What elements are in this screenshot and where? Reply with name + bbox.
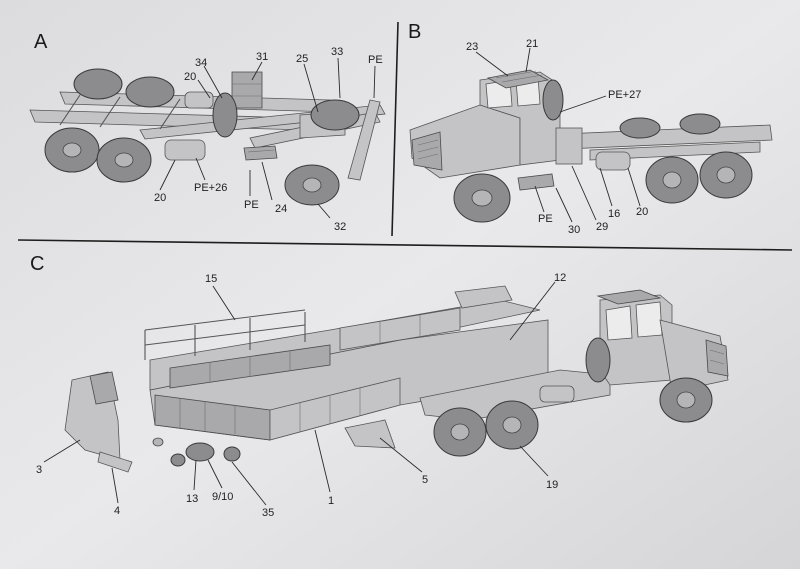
panel-a: A — [29, 31, 386, 233]
callout-a-33: 33 — [331, 46, 343, 58]
panel-c-letter: C — [30, 253, 44, 275]
callout-a-20-top: 20 — [184, 71, 196, 83]
callout-a-pe-bottom: PE — [244, 199, 259, 211]
panel-b: B — [408, 21, 773, 236]
callout-a-34: 34 — [195, 57, 207, 69]
callout-a-pe-26: PE+26 — [194, 182, 227, 194]
panel-c-trailer-drawing — [64, 285, 729, 473]
panel-b-callouts: 23 21 PE+27 PE 30 29 16 20 — [466, 38, 648, 236]
callout-b-23: 23 — [466, 41, 478, 53]
callout-c-13: 13 — [186, 493, 198, 505]
panel-b-truck-drawing — [409, 69, 773, 223]
panel-c: C — [30, 253, 729, 519]
divider-horizontal — [17, 239, 793, 251]
panel-a-leader-lines — [159, 57, 376, 219]
callout-c-35: 35 — [262, 507, 274, 519]
callout-b-16: 16 — [608, 208, 620, 220]
callout-b-21: 21 — [526, 38, 538, 50]
panel-b-letter: B — [408, 21, 421, 43]
callout-a-31: 31 — [256, 51, 268, 63]
panel-a-letter: A — [34, 31, 48, 53]
panel-a-chassis-drawing — [29, 68, 386, 206]
divider-vertical — [391, 21, 399, 237]
callout-a-24: 24 — [275, 203, 287, 215]
panel-c-leader-lines — [43, 281, 556, 506]
callout-c-19: 19 — [546, 479, 558, 491]
callout-a-20-bottom: 20 — [154, 192, 166, 204]
callout-c-1: 1 — [328, 495, 334, 507]
callout-c-5: 5 — [422, 474, 428, 486]
callout-b-20: 20 — [636, 206, 648, 218]
callout-c-15: 15 — [205, 273, 217, 285]
callout-b-29: 29 — [596, 221, 608, 233]
panel-b-leader-lines — [475, 47, 641, 223]
callout-c-12: 12 — [554, 272, 566, 284]
callout-c-4: 4 — [114, 505, 120, 517]
callout-b-30: 30 — [568, 224, 580, 236]
callout-a-32: 32 — [334, 221, 346, 233]
callout-a-25: 25 — [296, 53, 308, 65]
callout-b-pe-27: PE+27 — [608, 89, 641, 101]
callout-a-pe-right: PE — [368, 54, 383, 66]
callout-c-9-10: 9/10 — [212, 491, 233, 503]
callout-c-3: 3 — [36, 464, 42, 476]
callout-b-pe: PE — [538, 213, 553, 225]
panel-a-callouts: 34 20 31 25 33 PE 20 PE+26 PE 24 32 — [154, 46, 383, 233]
panel-c-callouts: 15 12 3 4 13 9/10 35 1 5 19 — [36, 272, 566, 519]
